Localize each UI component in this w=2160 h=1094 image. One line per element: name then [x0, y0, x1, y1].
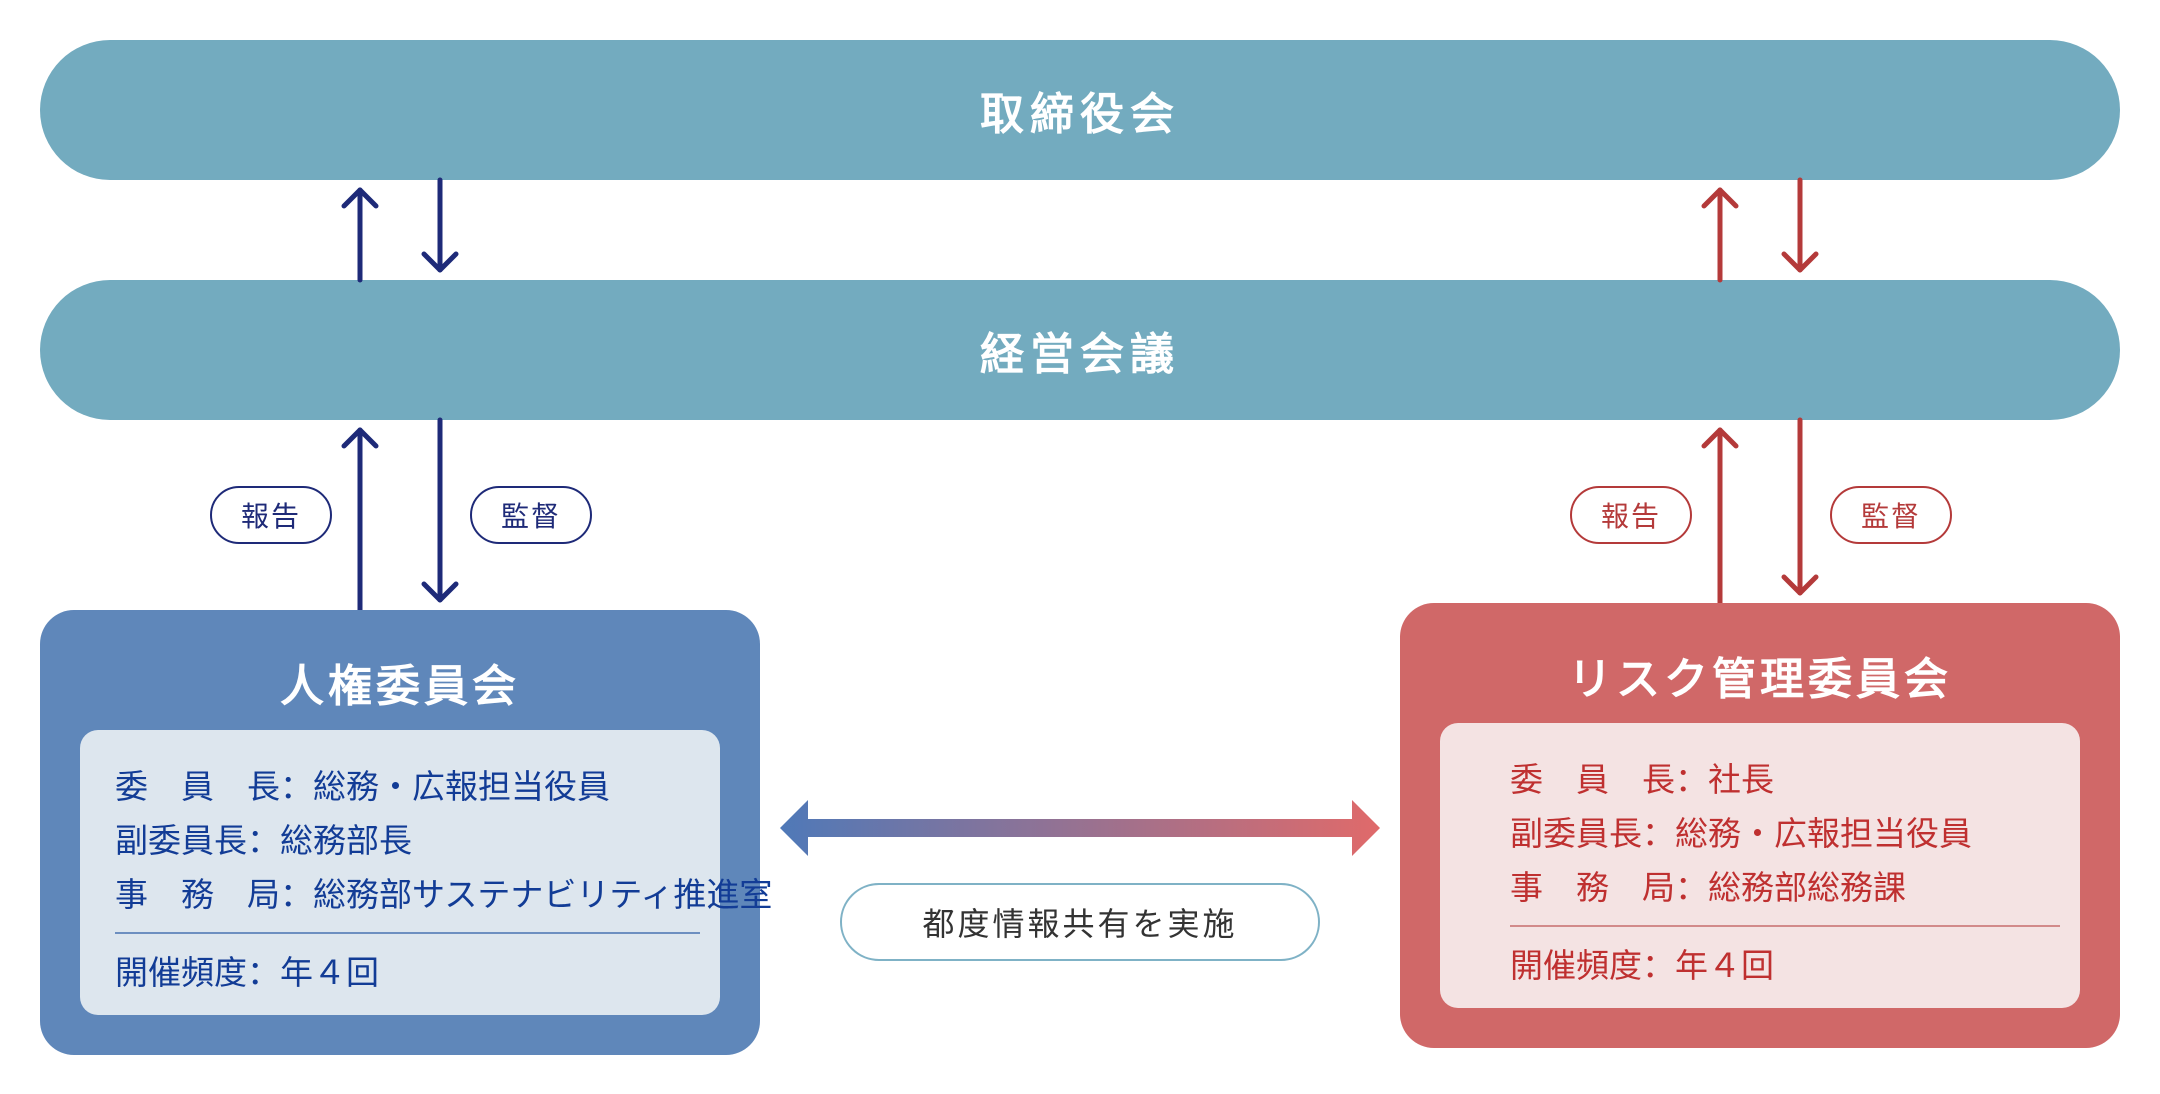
information-sharing-text: 都度情報共有を実施 [922, 905, 1238, 943]
risk-chair-value: 社長 [1708, 760, 1774, 799]
hr-supervise-text: 監督 [500, 500, 561, 533]
risk-board-report-arrow [1701, 187, 1739, 283]
risk-frequency-row: 開催頻度： 年４回 [1510, 939, 2050, 993]
management-meeting-label: 経営会議 [980, 329, 1180, 380]
risk-chair-key: 委 員 長： [1510, 760, 1708, 799]
hr-vice-value: 総務部長 [280, 821, 412, 860]
hr-frequency-value: 年４回 [280, 953, 379, 992]
hr-chair-row: 委 員 長： 総務・広報担当役員 [115, 760, 690, 814]
risk-divider [1510, 925, 2060, 927]
risk-vice-key: 副委員長： [1510, 814, 1675, 853]
risk-report-arrow [1701, 427, 1739, 606]
risk-committee-title: リスク管理委員会 [1568, 654, 1952, 705]
hr-frequency-key: 開催頻度： [115, 953, 280, 992]
hr-committee-title: 人権委員会 [280, 661, 520, 712]
risk-vice-value: 総務・広報担当役員 [1675, 814, 1972, 853]
hr-vice-key: 副委員長： [115, 821, 280, 860]
hr-vice-row: 副委員長： 総務部長 [115, 814, 690, 868]
risk-board-supervise-arrow [1781, 177, 1819, 273]
hr-committee-details: 委 員 長： 総務・広報担当役員 副委員長： 総務部長 事 務 局： 総務部サス… [80, 730, 772, 1015]
hr-divider [115, 932, 700, 934]
risk-frequency-value: 年４回 [1675, 946, 1774, 985]
hr-chair-key: 委 員 長： [115, 767, 313, 806]
risk-frequency-key: 開催頻度： [1510, 946, 1675, 985]
hr-board-report-arrow [341, 187, 379, 283]
risk-chair-row: 委 員 長： 社長 [1510, 753, 2050, 807]
hr-report-label: 報告 [210, 486, 332, 544]
hr-board-supervise-arrow [421, 177, 459, 273]
risk-supervise-text: 監督 [1860, 500, 1921, 533]
hr-report-arrow [341, 427, 379, 613]
risk-supervise-arrow [1781, 417, 1819, 596]
risk-management-committee-box: リスク管理委員会 委 員 長： 社長 副委員長： 総務・広報担当役員 事 務 局… [1400, 603, 2120, 1048]
risk-supervise-label: 監督 [1830, 486, 1952, 544]
risk-report-label: 報告 [1570, 486, 1692, 544]
information-sharing-label: 都度情報共有を実施 [840, 883, 1320, 961]
hr-report-text: 報告 [240, 500, 301, 533]
hr-office-row: 事 務 局： 総務部サステナビリティ推進室 [115, 868, 772, 922]
board-of-directors-bar: 取締役会 [40, 40, 2120, 180]
hr-chair-value: 総務・広報担当役員 [313, 767, 610, 806]
risk-committee-details: 委 員 長： 社長 副委員長： 総務・広報担当役員 事 務 局： 総務部総務課 … [1440, 723, 2080, 1008]
hr-office-key: 事 務 局： [115, 875, 313, 914]
hr-supervise-label: 監督 [470, 486, 592, 544]
risk-office-key: 事 務 局： [1510, 868, 1708, 907]
hr-office-value: 総務部サステナビリティ推進室 [313, 875, 773, 914]
board-label: 取締役会 [980, 89, 1180, 140]
information-sharing-arrow [780, 800, 1380, 856]
human-rights-committee-box: 人権委員会 委 員 長： 総務・広報担当役員 副委員長： 総務部長 事 務 局：… [40, 610, 772, 1055]
risk-office-value: 総務部総務課 [1708, 868, 1906, 907]
risk-vice-row: 副委員長： 総務・広報担当役員 [1510, 807, 2050, 861]
hr-frequency-row: 開催頻度： 年４回 [115, 946, 690, 1000]
management-meeting-bar: 経営会議 [40, 280, 2120, 420]
risk-report-text: 報告 [1600, 500, 1661, 533]
risk-office-row: 事 務 局： 総務部総務課 [1510, 861, 2050, 915]
hr-supervise-arrow [421, 417, 459, 603]
